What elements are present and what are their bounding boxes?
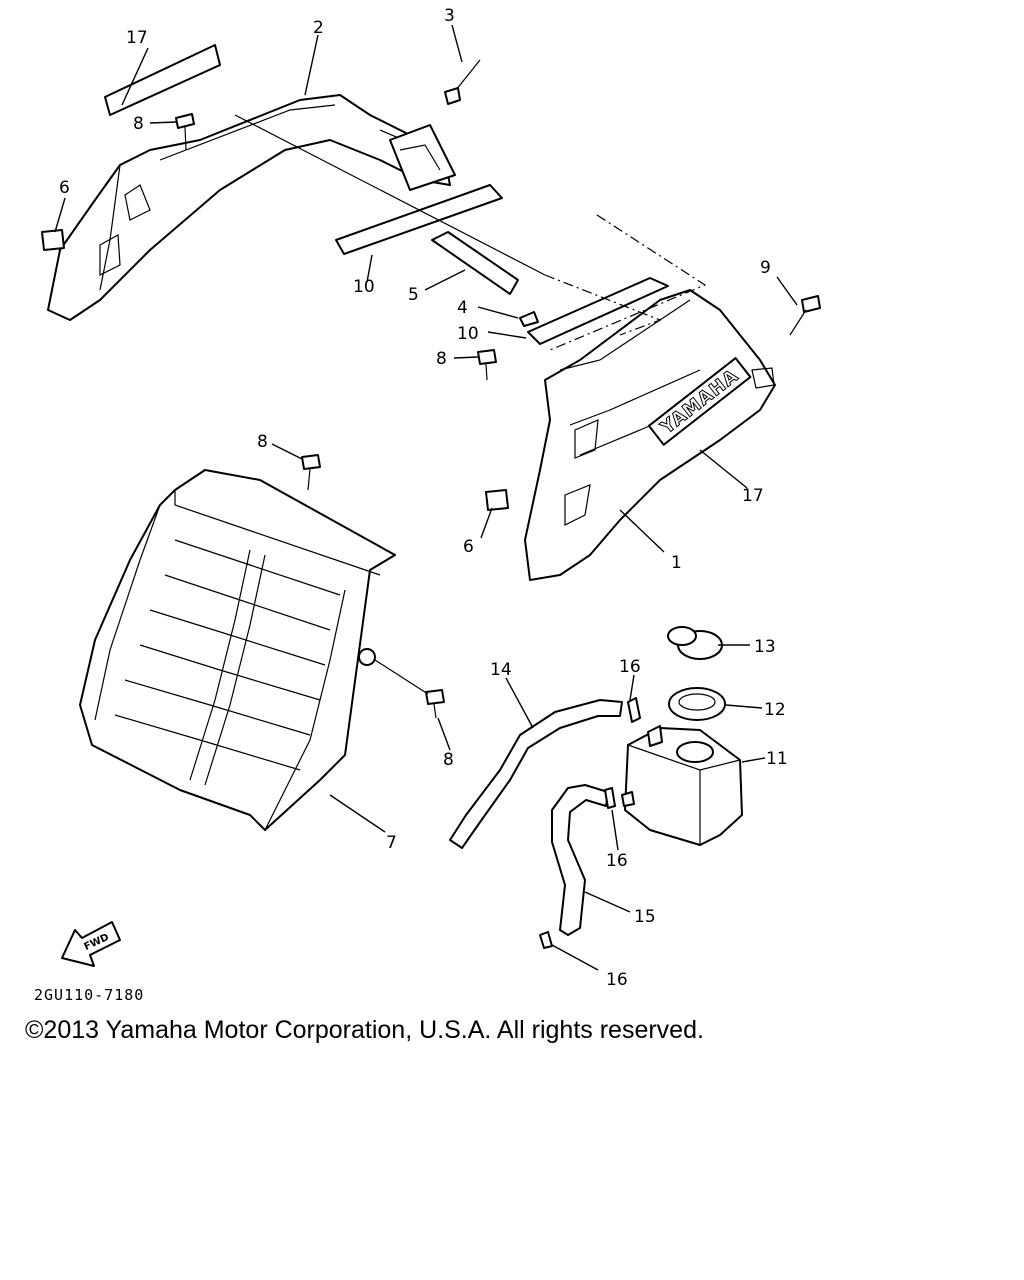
callout-numbers: 17 2 3 8 6 10 5 4 10 8 9 17 1 6 8 8 7 13… bbox=[59, 6, 788, 990]
part-10-strip-upper bbox=[335, 184, 503, 255]
callout-6-left: 6 bbox=[59, 178, 70, 198]
assembly-line-1 bbox=[549, 214, 707, 351]
part-8-bolt-grille-top bbox=[301, 454, 321, 491]
part-7-radiator-grille bbox=[79, 469, 396, 831]
part-11-reservoir-tank bbox=[621, 725, 743, 846]
callout-2: 2 bbox=[313, 18, 324, 38]
part-6-clip-left bbox=[41, 229, 65, 251]
part-5-pad bbox=[431, 231, 519, 295]
part-12-gasket-inner bbox=[678, 693, 716, 711]
callout-9: 9 bbox=[760, 258, 771, 278]
callout-11: 11 bbox=[766, 749, 788, 769]
part-14-hose bbox=[449, 699, 623, 849]
part-3-screw bbox=[444, 59, 481, 105]
part-1-side-shroud: YAMAHA bbox=[524, 289, 776, 581]
callout-5: 5 bbox=[408, 285, 419, 305]
callout-1: 1 bbox=[671, 553, 682, 573]
callout-16-mid: 16 bbox=[606, 851, 628, 871]
part-8-bolt-top bbox=[175, 113, 195, 151]
part-12-gasket bbox=[668, 687, 726, 721]
part-8-bolt-middle bbox=[477, 349, 497, 381]
callout-10-lower: 10 bbox=[457, 324, 479, 344]
callout-8-grille-top: 8 bbox=[257, 432, 268, 452]
callout-14: 14 bbox=[490, 660, 512, 680]
callout-16-top: 16 bbox=[619, 657, 641, 677]
callout-3: 3 bbox=[444, 6, 455, 26]
callout-15: 15 bbox=[634, 907, 656, 927]
fwd-arrow-icon: FWD bbox=[61, 921, 121, 967]
diagram-code: 2GU110-7180 bbox=[34, 986, 145, 1004]
part-4-small-pad bbox=[519, 311, 539, 327]
part-16-clamp-top bbox=[627, 697, 641, 723]
part-13-cap bbox=[667, 626, 723, 660]
part-2-upper-bracket bbox=[47, 94, 456, 321]
part-8-bolt-grille-side bbox=[374, 659, 445, 719]
parts-diagram: YAMAHA bbox=[41, 6, 821, 990]
part-17-decal-top bbox=[104, 44, 221, 116]
assembly-line-3 bbox=[234, 114, 546, 276]
callout-8-middle: 8 bbox=[436, 349, 447, 369]
callout-17-decal: 17 bbox=[742, 486, 764, 506]
callout-7: 7 bbox=[386, 833, 397, 853]
part-9-bolt bbox=[789, 295, 821, 336]
part-10-strip-lower bbox=[527, 277, 669, 345]
leader-lines bbox=[54, 24, 798, 971]
callout-13: 13 bbox=[754, 637, 776, 657]
callout-17-top: 17 bbox=[126, 28, 148, 48]
assembly-line-2 bbox=[544, 274, 662, 336]
part-16-clamp-mid bbox=[604, 787, 616, 809]
part-15-hose bbox=[551, 784, 609, 936]
callout-12: 12 bbox=[764, 700, 786, 720]
copyright-notice: ©2013 Yamaha Motor Corporation, U.S.A. A… bbox=[25, 1016, 704, 1044]
callout-10-upper: 10 bbox=[353, 277, 375, 297]
part-16-clamp-bottom bbox=[539, 931, 553, 949]
callout-8-top: 8 bbox=[133, 114, 144, 134]
part-6-clip-right bbox=[485, 489, 509, 511]
callout-6-right: 6 bbox=[463, 537, 474, 557]
callout-8-grille-side: 8 bbox=[443, 750, 454, 770]
callout-4: 4 bbox=[457, 298, 468, 318]
callout-16-bottom: 16 bbox=[606, 970, 628, 990]
